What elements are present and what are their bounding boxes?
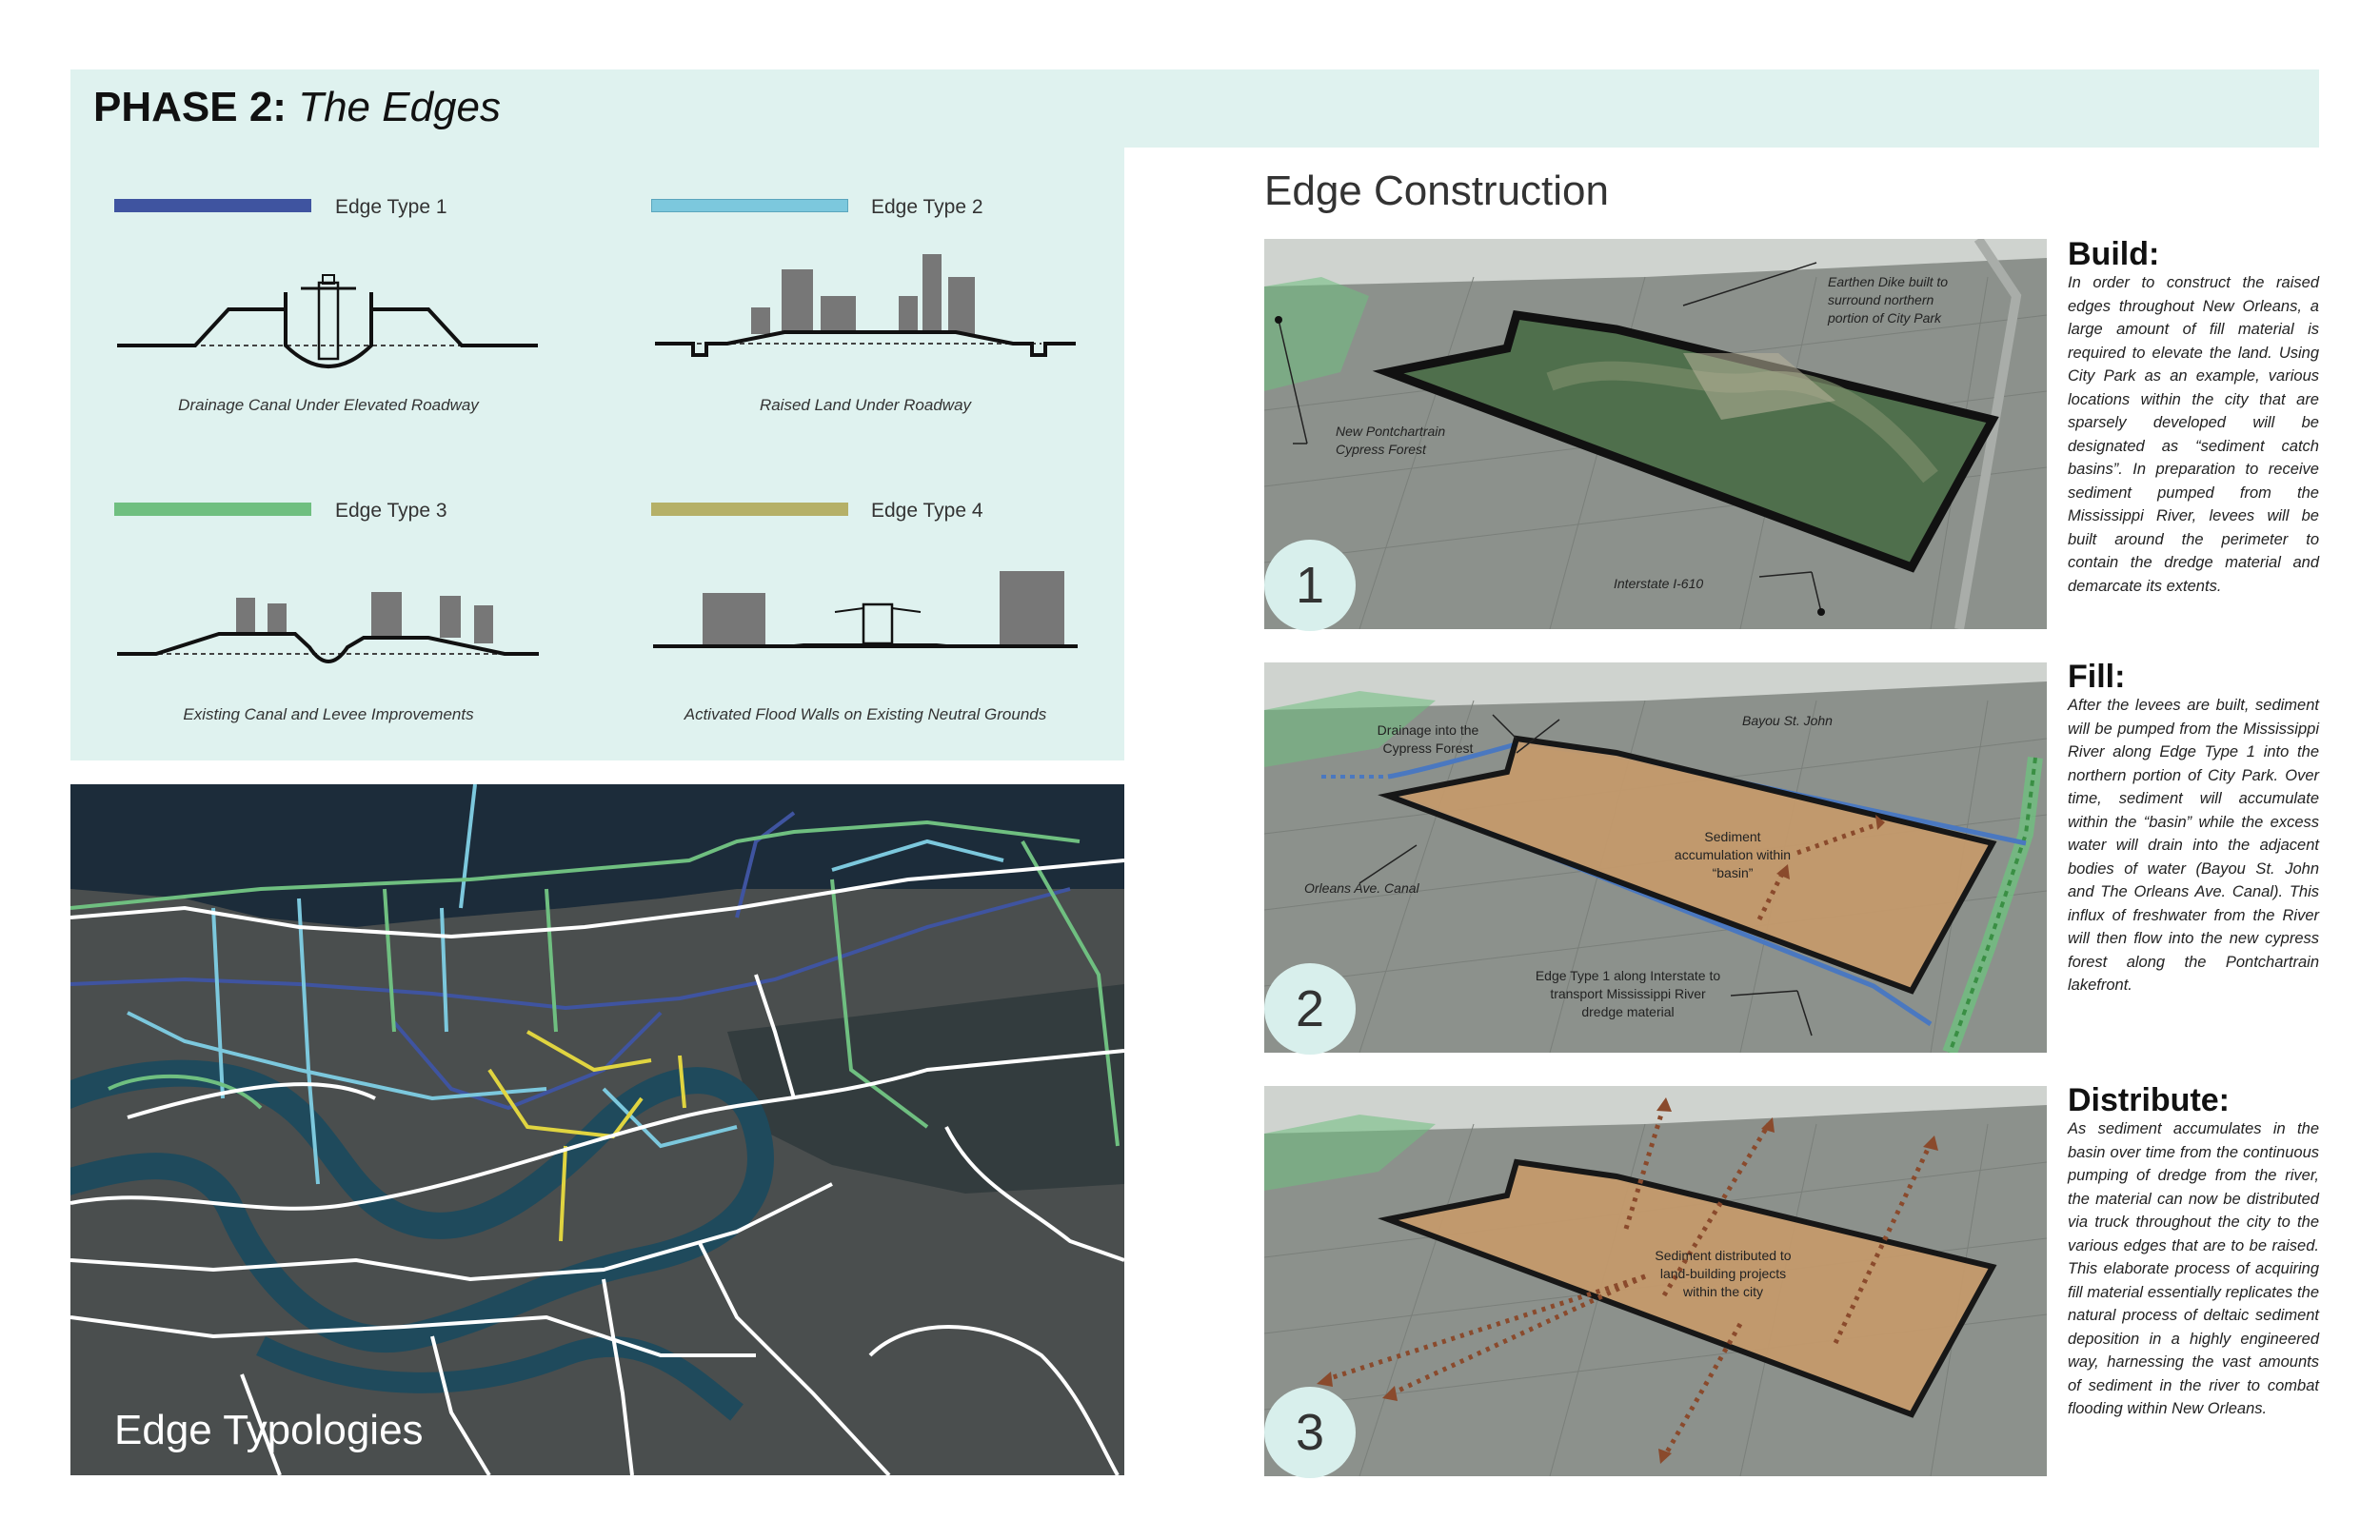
edge-type-3-swatch (114, 503, 311, 516)
edge-type-4-caption: Activated Flood Walls on Existing Neutra… (684, 705, 1047, 723)
header-band (70, 69, 2319, 148)
edge-type-4-section (653, 571, 1078, 648)
edge-type-3-label: Edge Type 3 (335, 500, 447, 522)
edge-type-1-caption: Drainage Canal Under Elevated Roadway (178, 396, 479, 414)
edge-type-1-swatch (114, 199, 311, 212)
edge-construction-title: Edge Construction (1264, 168, 1609, 214)
step-2-heading: Fill: (2068, 659, 2126, 695)
step-1-annotation-dike: Earthen Dike built to surround northern … (1828, 274, 1949, 326)
edge-type-3-caption: Existing Canal and Levee Improvements (183, 705, 474, 723)
step-2-text: After the levees are built, sediment wil… (2068, 697, 2319, 994)
edge-type-2-section (655, 254, 1076, 357)
step-3-heading: Distribute: (2068, 1082, 2230, 1118)
edge-type-1-section (117, 274, 538, 368)
step-1-annotation-forest: New Pontchartrain Cypress Forest (1336, 424, 1446, 457)
step-3-aerial (1264, 1086, 2047, 1476)
edge-type-1-label: Edge Type 1 (335, 196, 447, 218)
step-2-annotation-drainage: Drainage into the Cypress Forest (1377, 722, 1479, 756)
edge-type-2-label: Edge Type 2 (871, 196, 983, 218)
step-2-annotation-edge1: Edge Type 1 along Interstate to transpor… (1535, 968, 1721, 1019)
step-1-image (1264, 239, 2047, 629)
edge-type-2-caption: Raised Land Under Roadway (759, 396, 972, 414)
edge-type-3-section (117, 592, 539, 663)
step-3-number: 3 (1264, 1387, 1356, 1478)
step-2-annotation-canal: Orleans Ave. Canal (1304, 880, 1419, 896)
step-3-annotation-distributed: Sediment distributed to land-building pr… (1655, 1248, 1792, 1299)
page-title: PHASE 2: The Edges (93, 84, 501, 131)
phase-label: PHASE 2: (93, 84, 287, 130)
step-1-annotation-interstate: Interstate I-610 (1614, 576, 1704, 591)
edge-typologies-map (70, 784, 1124, 1475)
step-1-aerial (1264, 239, 2047, 629)
edge-type-4-swatch (651, 503, 848, 516)
edge-type-2-swatch (651, 199, 848, 212)
step-2-aerial (1264, 662, 2047, 1053)
step-1-text: In order to construct the raised edges t… (2068, 274, 2319, 595)
step-2-annotation-accumulation: Sediment accumulation within “basin” (1674, 829, 1792, 880)
edge-types-panel (70, 148, 1124, 760)
step-3-image (1264, 1086, 2047, 1476)
phase-title: The Edges (298, 84, 501, 130)
map-label: Edge Typologies (114, 1407, 424, 1453)
step-2-image (1264, 662, 2047, 1053)
step-1-heading: Build: (2068, 236, 2160, 272)
step-3-text: As sediment accumulates in the basin ove… (2068, 1120, 2319, 1417)
edge-type-4-label: Edge Type 4 (871, 500, 983, 522)
step-2-annotation-bayou: Bayou St. John (1742, 713, 1833, 728)
step-2-number: 2 (1264, 963, 1356, 1055)
step-1-number: 1 (1264, 540, 1356, 631)
